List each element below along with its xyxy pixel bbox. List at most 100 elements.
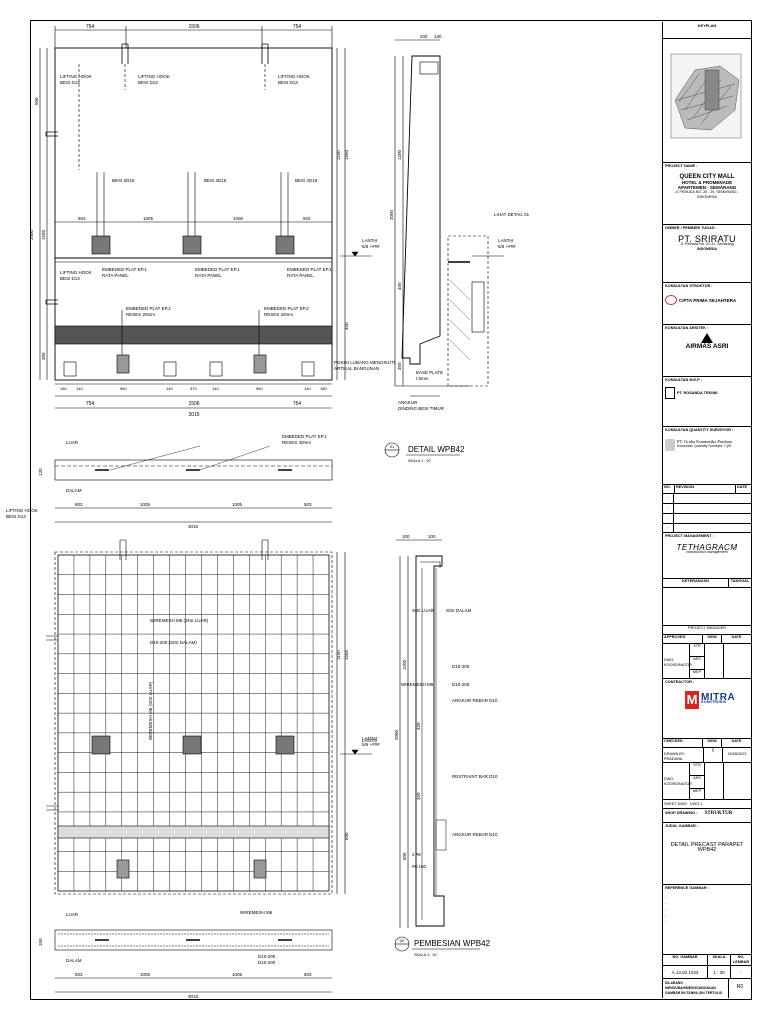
detail-tebal: t 6mm — [416, 376, 429, 381]
dim-bottom-3: 754 — [293, 401, 302, 407]
plan-top-dim-3: 1005 — [232, 502, 243, 507]
elevation-bottom: WIREMESH M6 (SISI LUAR) D10-200 (SISI DA… — [46, 539, 380, 895]
label-lifting-hook-4: LIFTING HOOK — [60, 270, 92, 275]
detail-dim-left-3: 450 — [397, 282, 402, 290]
arsitek-label: KONSULTAN ARSITEK : — [665, 326, 709, 330]
arsitek-section: KONSULTAN ARSITEK : AIRMAS ASRI — [663, 324, 751, 376]
dim-bottom-2: 1506 — [188, 401, 199, 407]
label-besi-d13-3: BESI D13 — [278, 80, 298, 85]
section-pembesian: 100 100 SISI LUAR SISI DALAM WIREMESH M6… — [362, 534, 498, 957]
pm-sub: construction management — [686, 550, 728, 554]
elev-bottom-dim-right-2: 1550 — [344, 649, 349, 660]
dim-row-6: 140 — [212, 386, 219, 391]
section-bars: 2 #8 — [412, 852, 421, 857]
disc-str: STR — [690, 644, 704, 657]
section-title: PEMBESIAN WPB42 — [414, 939, 491, 948]
pm-manager: PROJECT MANAGER — [663, 625, 751, 634]
plan-bottom-dim-2: 1005 — [140, 972, 151, 977]
plan-top-ep1: EMBEDED PLAT EP.1 — [282, 434, 327, 439]
rev-row-3: - — [663, 514, 674, 523]
contractor-name: MITRA — [701, 692, 736, 703]
shop-drawing-label: SHOP DRAWING : — [665, 811, 698, 815]
label-rata-1: RATA PANEL — [102, 273, 129, 278]
mitra-logo-icon: M — [685, 691, 699, 709]
reference-row-2: - — [665, 900, 667, 905]
plan-top-dim-4: 503 — [304, 502, 312, 507]
project-sub2: APARTEMEN - SEMARANG — [677, 185, 737, 190]
label-besi-d16-1: BESI 2D16 — [112, 178, 135, 183]
pm-section: PROJECT MANAGEMENT : TETHAGRACM construc… — [663, 532, 751, 578]
reference-row-5: - — [665, 918, 667, 923]
project-sub1: HOTEL & PROMENADE — [681, 180, 733, 185]
mep-name: PT. ROSANDA TEKNIK — [677, 390, 718, 395]
elev-bottom-wiremesh: WIREMESH M6 (SISI LUAR) — [150, 618, 209, 623]
plan-bottom-wiremesh: WIREMESH M6 — [240, 910, 273, 915]
dim-top-2: 1506 — [188, 24, 199, 30]
pm-label: PROJECT MANAGEMENT : — [665, 534, 714, 538]
section-dim-top-2: 100 — [428, 534, 436, 539]
approved-label: APPROVED — [663, 635, 703, 643]
plan-top-besi: BESI D13 — [6, 514, 26, 519]
section-d10b: D10-200 — [452, 682, 470, 687]
dim-top-1: 754 — [86, 24, 95, 30]
keyplan-header: KEYPLAN — [663, 22, 751, 38]
disc-mep: MEP — [692, 670, 702, 674]
detail-dim-left-2: 2000 — [389, 209, 394, 220]
judul-label: JUDUL GAMBAR : — [665, 824, 699, 828]
disc-ars: ARS — [690, 657, 704, 670]
dim-mid-2: 1005 — [143, 216, 154, 221]
keyplan-image — [663, 38, 751, 162]
title-block: KEYPLAN PROJECT NAME : QUEEN CITY MALL H… — [662, 22, 751, 998]
label-ep1-1: EMBEDED PLAT EP.1 — [102, 267, 147, 272]
lembar-value: - — [740, 970, 742, 975]
keterangan-col: KETERANGAN — [663, 579, 729, 587]
project-name: QUEEN CITY MALL — [679, 174, 735, 180]
date-label: DATE — [731, 635, 742, 639]
dim-mid-4: 503 — [303, 216, 311, 221]
label-reses-2: RESES 20mm — [264, 312, 293, 317]
dim-row-5: 370 — [190, 386, 197, 391]
pm-name: TETHAGRACM — [676, 543, 738, 552]
label-posisi2: ARTIKAL BANGUNAN — [334, 366, 379, 371]
dim-row-9: 180 — [320, 386, 327, 391]
qs-name: PT. Graha Estamatika Pradana — [677, 439, 732, 444]
checked-dwg-coordinator: DWG. KOORDINATOR — [663, 763, 692, 799]
plan-bottom-luar: LUAR — [66, 912, 79, 917]
detail-scale: SKALA 1 : 30 — [408, 459, 431, 463]
section-angkur2: ANGKUR REBAR D10 — [452, 832, 498, 837]
section-sisi-luar: SISI LUAR — [412, 608, 435, 613]
plan-bottom-dalam: DALAM — [66, 958, 82, 963]
notes-section: DILARANG MENGUBAH/MENGGANDAKAN GAMBAR IN… — [663, 978, 751, 998]
detail-lantai-lvl: 5/6 +### — [498, 244, 516, 249]
owner-name: PT. SRIRATU — [678, 234, 736, 244]
elev-bottom-d10: D10-200 (SISI DALAM) — [150, 640, 197, 645]
shop-drawing-section: SHOP DRAWING : STRUKTUR — [663, 808, 751, 822]
qs-sub: Konsultan Quantity Surveyor / QS — [677, 444, 731, 448]
section-d10a: D10-200 — [452, 664, 470, 669]
label-lantai-lvl-1: 5/6 +### — [362, 244, 380, 249]
section-dim-left-3: 600 — [402, 852, 407, 860]
lembar-label: NO. LEMBAR — [732, 955, 750, 964]
plan-top-h: 130 — [38, 468, 43, 476]
dim-right-3: 450 — [344, 322, 349, 330]
dim-right-2: 1550 — [344, 149, 349, 160]
revision-table: NO. REVISION DATE - - - - — [663, 484, 751, 532]
owner-label: OWNER / PEMBERI TUGAS : — [665, 226, 717, 230]
reference-row-4: - — [665, 912, 667, 917]
judul-line1: DETAIL PRECAST PARAPET — [670, 842, 744, 848]
judul-line2: WPB42 — [697, 847, 717, 853]
dim-left-1: 500 — [34, 97, 39, 105]
struktur-section: KONSULTAN STRUKTUR : CIPTA PRIMA SEJAHTE… — [663, 282, 751, 324]
dim-mid-1: 503 — [78, 216, 86, 221]
qs-section: KONSULTAN QUANTITY SURVEYOR : PT. Graha … — [663, 426, 751, 484]
label-reses-1: RESES 20mm — [126, 312, 155, 317]
plan-top: LUAR DALAM EMBEDED PLAT EP.1 RESES 40mm … — [6, 434, 333, 529]
dim-row-2: 140 — [76, 386, 83, 391]
detail-dim-top-1: 200 — [420, 34, 428, 39]
sign-label: SIGN — [703, 635, 722, 643]
rosanda-logo-icon — [665, 387, 675, 399]
detail-base-plate: BASE PLATE — [416, 370, 443, 375]
elev-bottom-lantai: LANTAI — [362, 736, 377, 741]
airmas-logo-icon — [665, 333, 749, 344]
